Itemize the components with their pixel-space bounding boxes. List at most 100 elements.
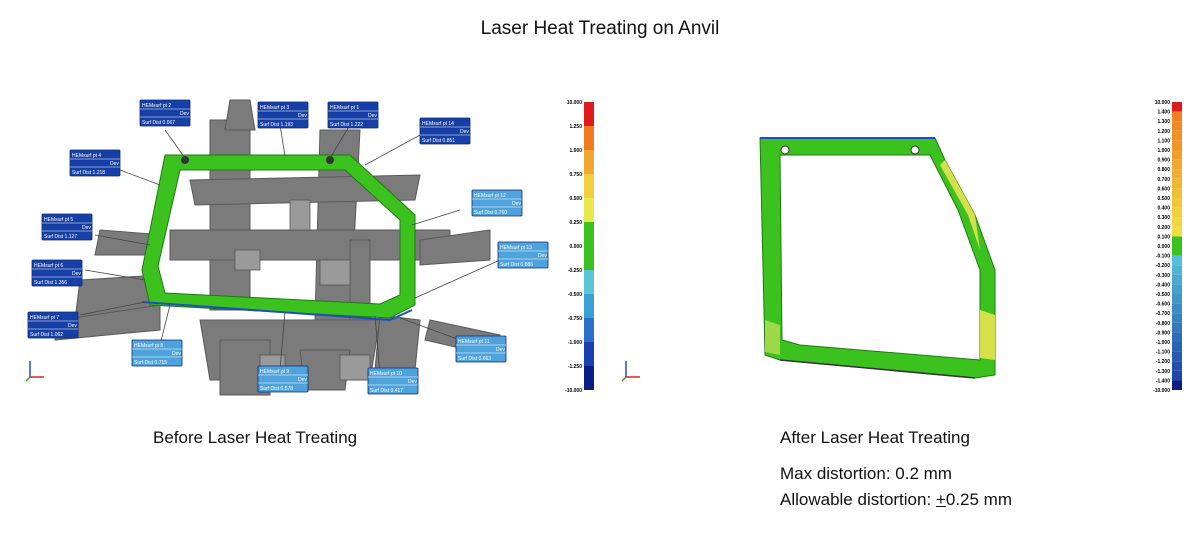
callout-dev-label: Dev — [298, 377, 307, 383]
scale-tick: 0.700 — [1157, 177, 1170, 183]
scale-tick: -0.200 — [1156, 263, 1170, 269]
scale-band — [584, 270, 594, 294]
scale-band — [584, 342, 594, 366]
scale-tick: 0.750 — [569, 172, 582, 178]
scale-tick: -0.400 — [1156, 282, 1170, 288]
scale-band — [1172, 380, 1182, 390]
callout-label: HEMsurf pt 13 — [500, 245, 532, 251]
scale-tick: -1.300 — [1156, 369, 1170, 375]
plus-minus-sign: + — [935, 490, 946, 509]
callout-value: Surf Dist 0.851 — [422, 138, 455, 144]
callout-value: Surf Dist 0.760 — [474, 210, 507, 216]
scale-band — [1172, 150, 1182, 160]
scale-tick: -1.000 — [568, 340, 582, 346]
callout-value: Surf Dist 0.417 — [370, 388, 403, 394]
scale-band — [1172, 188, 1182, 198]
scale-tick: 1.400 — [1157, 110, 1170, 116]
scale-band — [584, 366, 594, 390]
callout-label: HEMsurf pt 6 — [34, 263, 63, 269]
scale-tick: 0.300 — [1157, 215, 1170, 221]
callout-dev-label: Dev — [110, 161, 119, 167]
scale-band — [1172, 370, 1182, 381]
scale-band — [1172, 130, 1182, 141]
scale-tick: 0.900 — [1157, 158, 1170, 164]
scale-band — [1172, 207, 1182, 218]
scale-tick: -0.300 — [1156, 273, 1170, 279]
scale-band — [1172, 294, 1182, 304]
part-frame-before — [141, 154, 416, 319]
scale-tick: -0.750 — [568, 316, 582, 322]
scale-tick: -0.600 — [1156, 302, 1170, 308]
scale-tick: -1.000 — [1156, 340, 1170, 346]
scale-tick: 0.100 — [1157, 234, 1170, 240]
scale-band — [1172, 217, 1182, 227]
callout-label: HEMsurf pt 9 — [260, 369, 289, 375]
scale-tick: -0.250 — [568, 268, 582, 274]
callout-dev-label: Dev — [82, 225, 91, 231]
callout-dev-label: Dev — [496, 347, 505, 353]
scale-tick: -0.500 — [1156, 292, 1170, 298]
scale-band — [1172, 178, 1182, 189]
axis-triad-before — [25, 361, 44, 382]
callout-dev-label: Dev — [460, 129, 469, 135]
callout-dev-label: Dev — [68, 323, 77, 329]
callout-dev-label: Dev — [408, 379, 417, 385]
scale-tick: 1.200 — [1157, 129, 1170, 135]
scale-tick: -0.500 — [568, 292, 582, 298]
callout-dev-label: Dev — [180, 111, 189, 117]
scale-band — [1172, 111, 1182, 122]
callout-dev-label: Dev — [72, 271, 81, 277]
after-color-scale: 10.0001.4001.3001.2001.1001.0000.9000.80… — [1153, 100, 1182, 394]
scale-band — [1172, 284, 1182, 294]
scale-band — [1172, 226, 1182, 237]
before-color-scale: 10.0001.2501.0000.7500.5000.2500.000-0.2… — [565, 100, 594, 394]
scale-band — [584, 174, 594, 198]
callout-dev-label: Dev — [368, 113, 377, 119]
scale-band — [1172, 140, 1182, 150]
scale-tick: -0.700 — [1156, 311, 1170, 317]
callout-label: HEMsurf pt 12 — [474, 193, 506, 199]
scale-tick: -0.900 — [1156, 330, 1170, 336]
scale-tick: -1.100 — [1156, 350, 1170, 356]
callout-label: HEMsurf pt 8 — [134, 343, 163, 349]
callout-label: HEMsurf pt 4 — [72, 153, 101, 159]
scale-band — [584, 294, 594, 318]
callout-label: HEMsurf pt 1 — [330, 105, 359, 111]
scale-band — [584, 102, 594, 126]
callout-value: Surf Dist 0.715 — [134, 360, 167, 366]
scale-tick: -0.100 — [1156, 254, 1170, 260]
scale-tick: -0.800 — [1156, 321, 1170, 327]
scale-tick: 0.000 — [569, 244, 582, 250]
scale-band — [584, 150, 594, 174]
after-caption: After Laser Heat Treating — [780, 428, 970, 447]
scale-tick: -1.250 — [568, 364, 582, 370]
scale-band — [584, 198, 594, 222]
scale-tick: -1.400 — [1156, 378, 1170, 384]
scale-band — [584, 318, 594, 342]
scale-band — [1172, 303, 1182, 314]
scale-band — [584, 126, 594, 150]
scale-band — [1172, 332, 1182, 342]
scale-tick: 0.800 — [1157, 167, 1170, 173]
scale-tick: 10.000 — [1155, 100, 1171, 106]
scale-band — [584, 246, 594, 270]
scale-tick: 0.600 — [1157, 186, 1170, 192]
callout-value: Surf Dist 0.667 — [142, 120, 175, 126]
scale-tick: 0.500 — [1157, 196, 1170, 202]
scale-band — [1172, 361, 1182, 371]
page-title: Laser Heat Treating on Anvil — [480, 18, 720, 39]
callout-dev-label: Dev — [298, 113, 307, 119]
after-deviation-map — [759, 137, 996, 379]
callout-dev-label: Dev — [512, 201, 521, 207]
scale-band — [584, 222, 594, 246]
fixture-body — [54, 99, 501, 396]
